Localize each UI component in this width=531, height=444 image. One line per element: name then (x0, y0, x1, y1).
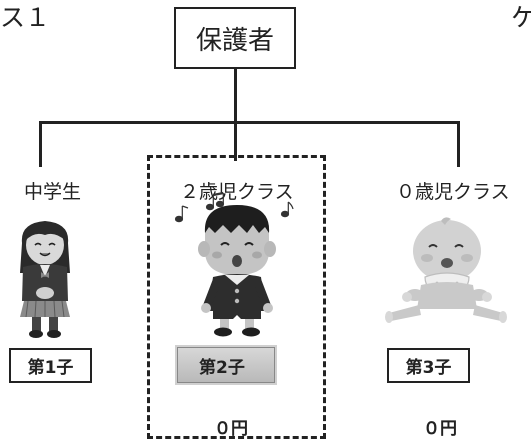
child-class-label-3: ０歳児クラス (396, 181, 510, 203)
child-class-label-1: 中学生 (24, 181, 82, 203)
rank-label-3: 第3子 (405, 358, 452, 378)
rank-label-1: 第1子 (27, 358, 74, 378)
cut-title-right: ケ (511, 3, 531, 32)
connector-middle-drop (234, 121, 237, 161)
guardian-label: 保護者 (195, 25, 274, 56)
connector-horizontal (39, 121, 460, 124)
guardian-box: 保護者 (174, 7, 296, 69)
baby-icon (385, 217, 507, 323)
child-class-label-2: ２歳児クラス (180, 181, 294, 203)
connector-left-drop (39, 121, 42, 167)
rank-box-1: 第1子 (9, 348, 92, 383)
singing-boy-icon (174, 191, 294, 337)
middle-school-girl-icon (20, 221, 70, 338)
connector-right-drop (457, 121, 460, 167)
rank-box-2: 第2子 (175, 345, 277, 385)
connector-trunk (234, 69, 237, 124)
fee-child-2: ０円 (214, 419, 248, 439)
cut-title-left: ス１ (0, 3, 51, 32)
highlight-frame (147, 155, 326, 439)
rank-label-2: 第2子 (199, 357, 245, 378)
rank-box-3: 第3子 (387, 348, 470, 383)
fee-child-3: ０円 (423, 419, 457, 439)
